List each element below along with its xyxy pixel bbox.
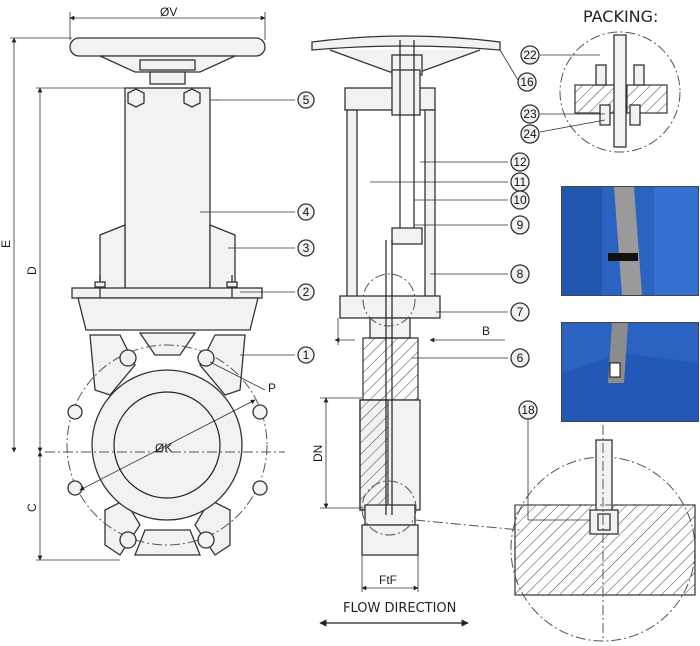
bolt-top-right bbox=[183, 88, 201, 108]
dim-b-label: B bbox=[482, 324, 490, 338]
stem-nut bbox=[149, 71, 186, 85]
callout-9: 9 bbox=[517, 218, 524, 232]
callout-6: 6 bbox=[517, 351, 524, 365]
packing-detail-circle bbox=[559, 31, 681, 153]
dim-d-label: D bbox=[25, 266, 39, 275]
callouts: 5 4 3 2 1 12 11 10 9 8 7 6 16 22 23 24 1… bbox=[200, 45, 606, 521]
callout-8: 8 bbox=[517, 267, 524, 281]
bolt-hole bbox=[252, 480, 268, 496]
callout-4: 4 bbox=[303, 205, 310, 219]
callout-1: 1 bbox=[303, 348, 310, 362]
section-view: B DN FtF FLOW DIRECTION bbox=[311, 35, 521, 627]
callout-7: 7 bbox=[517, 305, 524, 319]
pcd-circle bbox=[66, 344, 268, 546]
dim-p-label: P bbox=[268, 381, 276, 395]
front-view: ØV bbox=[0, 5, 285, 561]
body-top bbox=[77, 297, 259, 331]
callout-3: 3 bbox=[303, 241, 310, 255]
callout-12: 12 bbox=[513, 155, 527, 169]
gate-packing-photo-1 bbox=[561, 186, 699, 296]
dim-dn-label: DN bbox=[311, 445, 325, 462]
bolt-hole bbox=[119, 531, 137, 549]
bolt-hole bbox=[252, 404, 268, 420]
dim-c-label: C bbox=[25, 503, 39, 512]
handwheel-hub bbox=[139, 59, 196, 71]
dim-ftf-label: FtF bbox=[379, 573, 397, 587]
callout-11: 11 bbox=[514, 175, 527, 189]
callout-18: 18 bbox=[521, 403, 535, 417]
bolt-hole bbox=[67, 404, 83, 420]
callout-2: 2 bbox=[303, 285, 310, 299]
gate-packing-photo-2 bbox=[561, 322, 699, 422]
callout-24: 24 bbox=[523, 127, 537, 141]
bracket-right bbox=[209, 224, 236, 291]
packing-title: PACKING: bbox=[583, 7, 658, 26]
photo-illustration-2 bbox=[562, 323, 698, 421]
yoke-column bbox=[124, 87, 211, 321]
bracket-left bbox=[99, 224, 126, 291]
bolt-hole bbox=[197, 531, 215, 549]
callout-10: 10 bbox=[513, 193, 527, 207]
callout-16: 16 bbox=[520, 75, 534, 89]
flow-direction-label: FLOW DIRECTION bbox=[343, 601, 456, 616]
bolt-top-left bbox=[127, 88, 145, 108]
seal-detail bbox=[510, 425, 696, 642]
photo-illustration-1 bbox=[562, 187, 698, 295]
callout-23: 23 bbox=[523, 107, 537, 121]
bolt-hole bbox=[197, 349, 215, 367]
handwheel bbox=[69, 37, 266, 57]
dim-v-label: ØV bbox=[160, 5, 177, 19]
callout-5: 5 bbox=[303, 93, 310, 107]
callout-22: 22 bbox=[523, 48, 537, 62]
packing-detail: PACKING: bbox=[559, 7, 681, 153]
bolt-hole bbox=[67, 480, 83, 496]
bolt-hole bbox=[119, 349, 137, 367]
dim-k-label: ØK bbox=[155, 441, 172, 455]
dim-e-label: E bbox=[0, 240, 13, 248]
